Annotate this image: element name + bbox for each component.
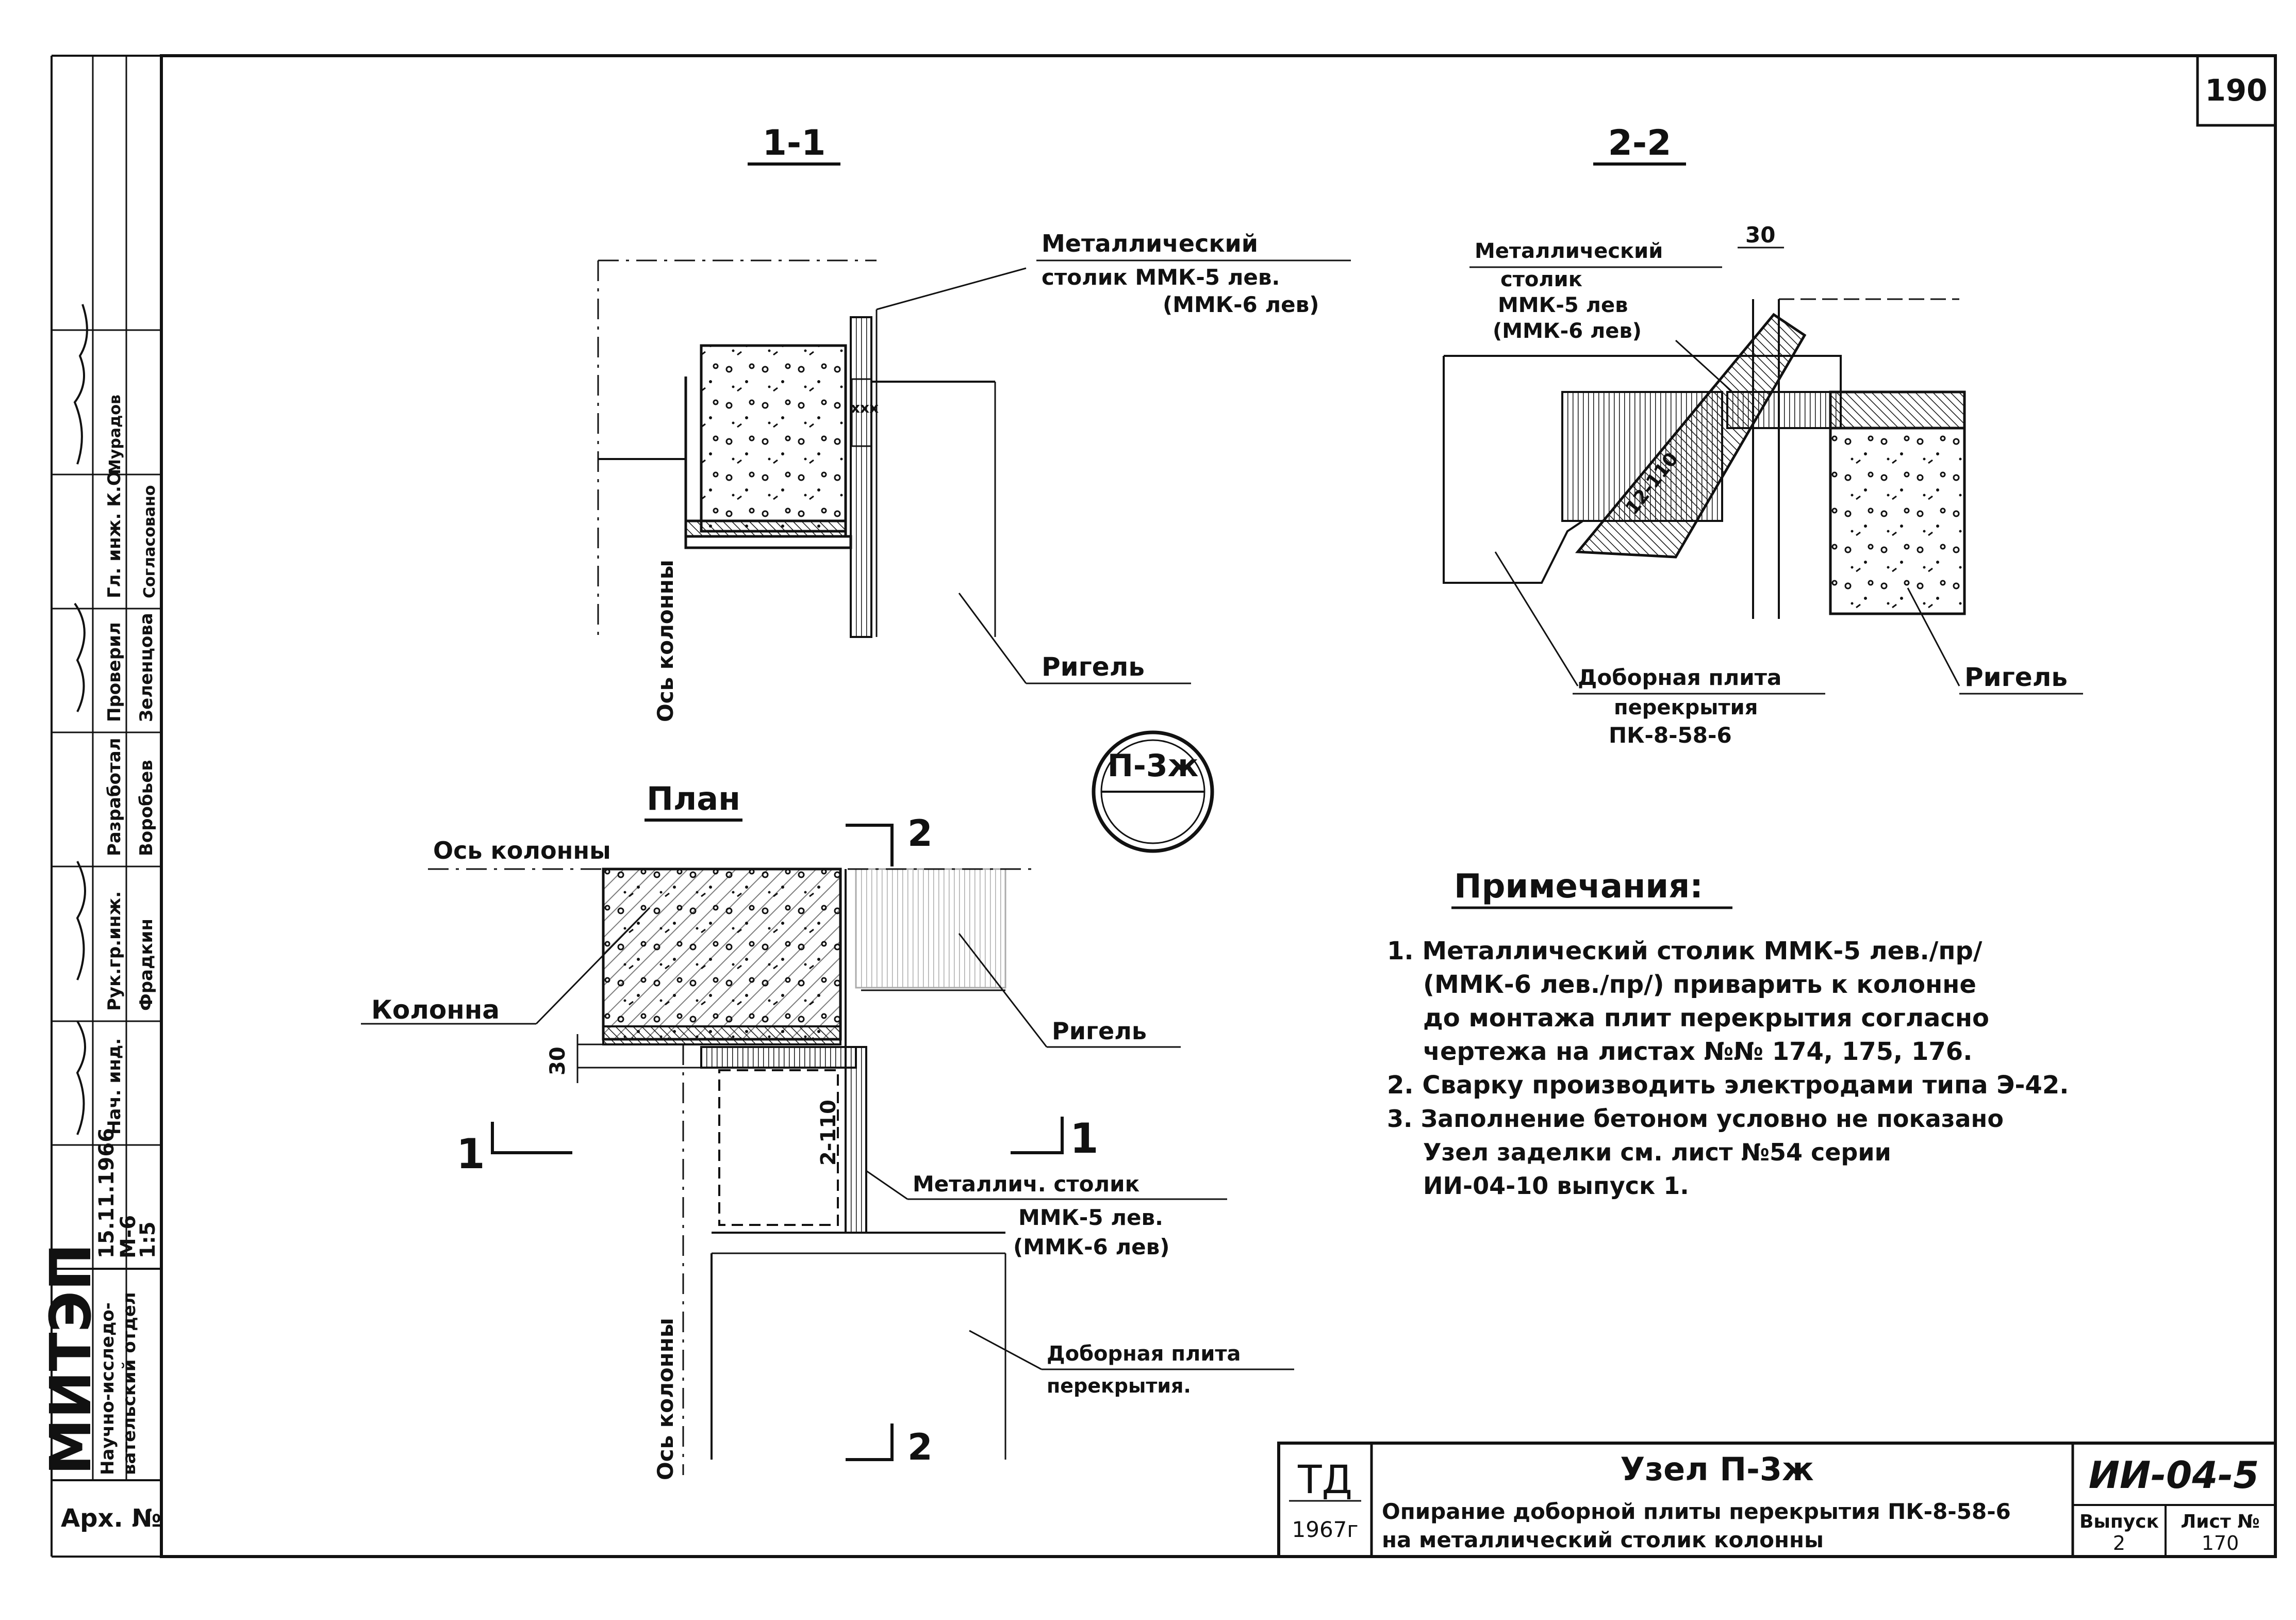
stamp-org: МИТЭП bbox=[38, 1243, 104, 1475]
note-line-7: Узел заделки см. лист №54 серии bbox=[1423, 1138, 1891, 1166]
plan-slab-label-1: Доборная плита bbox=[1047, 1342, 1241, 1366]
title-desc-2: на металлический столик колонны bbox=[1382, 1527, 1824, 1552]
section-2-2: 2-2 12-110 30 Металлический столик ММК-5… bbox=[1443, 123, 2083, 748]
s22-stool-label-3: ММК-5 лев bbox=[1498, 293, 1628, 317]
stamp-date: 15.11.1966 bbox=[95, 1128, 119, 1258]
sheet-number-box: 190 bbox=[2196, 54, 2277, 127]
stamp-dept-2: вательский отдел bbox=[119, 1292, 140, 1475]
cut-1-left: 1 bbox=[456, 1130, 485, 1178]
s22-slab-label-2: перекрытия bbox=[1614, 696, 1758, 719]
s22-stool-label-1: Металлический bbox=[1475, 239, 1663, 263]
plan-stool-label-2: ММК-5 лев. bbox=[1018, 1205, 1163, 1230]
note-line-2: (ММК-6 лев./пр/) приварить к колонне bbox=[1423, 970, 1976, 999]
sheet-frame bbox=[160, 54, 2277, 1558]
cut-2-top: 2 bbox=[907, 812, 933, 855]
s11-stool-label-1: Металлический bbox=[1042, 230, 1258, 257]
s22-slab-label-3: ПК-8-58-6 bbox=[1609, 723, 1732, 748]
left-border bbox=[51, 55, 161, 1558]
node-badge: П-3ж bbox=[1092, 730, 1214, 853]
s22-rigel-label: Ригель bbox=[1964, 662, 2068, 692]
s11-stool-label-2: столик ММК-5 лев. bbox=[1042, 265, 1280, 290]
title-sheet-label: Лист № bbox=[2181, 1511, 2259, 1532]
signature-1 bbox=[73, 304, 88, 465]
note-line-1: 1. Металлический столик ММК-5 лев./пр/ bbox=[1387, 937, 1983, 966]
cut-1-right: 1 bbox=[1070, 1115, 1099, 1163]
section-2-2-title: 2-2 bbox=[1608, 123, 1672, 163]
weld-marks: xxx bbox=[851, 399, 879, 416]
stamp-name-2: Воробьев bbox=[136, 760, 157, 856]
stamp-role-5: Гл. инж. К.О. bbox=[104, 464, 125, 598]
title-year: 1967г bbox=[1292, 1517, 1359, 1542]
plan-title: План bbox=[647, 780, 740, 817]
title-issue: 2 bbox=[2113, 1532, 2125, 1554]
stamp-name-4: Мурадов bbox=[106, 395, 124, 474]
node-badge-label: П-3ж bbox=[1108, 748, 1199, 784]
stamp-scale-2: 1:5 bbox=[136, 1221, 160, 1258]
s11-axis-label: Ось колонны bbox=[653, 560, 678, 722]
stamp-role-1: Нач. инд. bbox=[104, 1038, 125, 1135]
s22-dim-30: 30 bbox=[1745, 222, 1775, 248]
title-block: ТД 1967г Узел П-3ж Опирание доборной пли… bbox=[1277, 1442, 2277, 1558]
plan-dim-30: 30 bbox=[546, 1046, 570, 1075]
sheet-number: 190 bbox=[2205, 73, 2267, 108]
stamp-arch-no: Арх. № bbox=[61, 1504, 161, 1533]
section-1-1: 1-1 xxx Металлический столик ММК-5 лев. … bbox=[597, 123, 1351, 722]
stamp-name-1: Фрадкин bbox=[136, 919, 157, 1011]
section-1-1-title: 1-1 bbox=[763, 123, 826, 163]
note-line-4: чертежа на листах №№ 174, 175, 176. bbox=[1423, 1037, 1972, 1066]
note-line-3: до монтажа плит перекрытия согласно bbox=[1423, 1004, 1989, 1033]
plan-slab-label-2: перекрытия. bbox=[1047, 1374, 1191, 1397]
plan-view: План Ось колонны 2-110 Ось колонны 30 Ко… bbox=[361, 780, 1294, 1480]
plan-axis-top-label: Ось колонны bbox=[433, 837, 611, 864]
plan-axis-v-label: Ось колонны bbox=[653, 1318, 678, 1480]
title-code: ИИ-04-5 bbox=[2089, 1453, 2259, 1497]
note-line-6: 3. Заполнение бетоном условно не показан… bbox=[1387, 1105, 2004, 1133]
plan-column-label: Колонна bbox=[371, 995, 500, 1025]
cut-2-bottom: 2 bbox=[907, 1426, 933, 1468]
s22-slab-label-1: Доборная плита bbox=[1578, 665, 1781, 690]
stamp-role-2: Рук.гр.инж. bbox=[104, 891, 125, 1011]
s22-stool-label-2: столик bbox=[1500, 268, 1582, 291]
stamp-name-3: Зеленцова bbox=[136, 613, 157, 722]
s11-stool-label-3: (ММК-6 лев) bbox=[1163, 292, 1319, 317]
note-line-5: 2. Сварку производить электродами типа Э… bbox=[1387, 1071, 2069, 1100]
title-node: Узел П-3ж bbox=[1620, 1450, 1813, 1488]
signature-4 bbox=[76, 1020, 86, 1135]
title-td: ТД bbox=[1297, 1457, 1352, 1502]
plan-stool-label-1: Металлич. столик bbox=[913, 1171, 1139, 1197]
signature-3 bbox=[76, 861, 86, 980]
s22-stool-label-4: (ММК-6 лев) bbox=[1493, 319, 1642, 343]
signature-2 bbox=[74, 602, 86, 712]
notes: Примечания: 1. Металлический столик ММК-… bbox=[1387, 868, 2069, 1200]
title-desc-1: Опирание доборной плиты перекрытия ПК-8-… bbox=[1382, 1499, 2011, 1524]
plan-rigel-label: Ригель bbox=[1052, 1017, 1147, 1045]
stamp-dept-1: Научно-исследо- bbox=[97, 1302, 118, 1475]
stamp-scale-1: М-6 bbox=[117, 1215, 140, 1258]
title-sheet: 170 bbox=[2202, 1532, 2239, 1554]
s11-rigel-label: Ригель bbox=[1042, 652, 1145, 682]
title-issue-label: Выпуск bbox=[2079, 1511, 2159, 1532]
stamp-role-4: Проверил bbox=[104, 622, 125, 722]
note-line-8: ИИ-04-10 выпуск 1. bbox=[1423, 1172, 1689, 1200]
plan-weld-label: 2-110 bbox=[817, 1100, 840, 1166]
left-stamp: МИТЭП Научно-исследо- вательский отдел 1… bbox=[38, 56, 161, 1533]
stamp-role-3: Разработал bbox=[104, 738, 125, 856]
stamp-role-6: Согласовано bbox=[141, 485, 159, 598]
plan-stool-label-3: (ММК-6 лев) bbox=[1013, 1234, 1169, 1259]
notes-title: Примечания: bbox=[1454, 868, 1703, 906]
